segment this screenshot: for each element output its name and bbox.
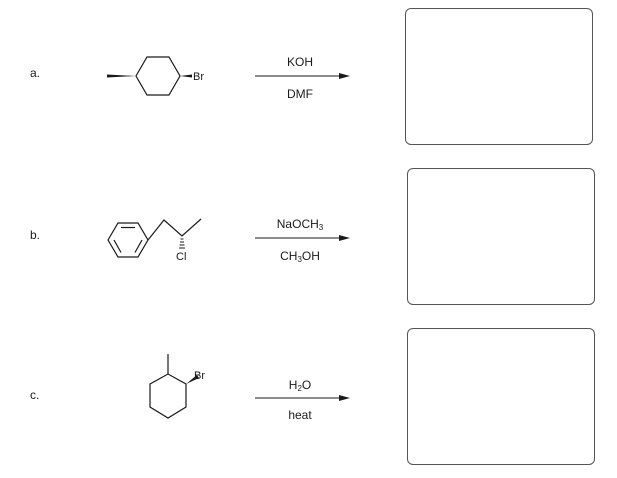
side-chain-bonds	[147, 218, 202, 241]
molecule-a-svg: Br	[107, 56, 204, 96]
problem-b-letter: b.	[30, 228, 41, 242]
conditions-a: KOH DMF	[255, 55, 350, 115]
problem-a-letter: a.	[30, 66, 41, 80]
conditions-c: H2O heat	[255, 378, 350, 438]
molecule-b-structure: Cl	[90, 162, 230, 312]
atom-label-br: Br	[194, 370, 205, 382]
reaction-arrow	[255, 73, 350, 79]
reagent-label: KOH	[286, 55, 313, 69]
reagent-label: NaOCH3	[276, 217, 324, 232]
cyclohexane-ring	[135, 56, 181, 96]
reaction-arrow	[255, 235, 350, 241]
reagent-label: H2O	[288, 378, 312, 393]
answer-box-a[interactable]	[405, 8, 593, 145]
problem-b: b. Cl NaOCH3 CH3OH	[0, 162, 617, 312]
problem-a: a. Br KOH DMF	[0, 0, 617, 150]
cyclohexane-ring	[149, 373, 187, 419]
molecule-c-svg: Br	[149, 354, 205, 419]
molecule-b-svg: Cl	[107, 218, 202, 263]
atom-label-cl: Cl	[176, 251, 186, 263]
methyl-wedge-bond	[107, 74, 136, 78]
atom-label-br: Br	[193, 71, 204, 83]
molecule-a-structure: Br	[90, 0, 230, 150]
molecule-c-structure: Br	[90, 322, 230, 472]
solvent-label: heat	[288, 408, 312, 422]
solvent-label: CH3OH	[280, 249, 320, 264]
answer-box-c[interactable]	[407, 328, 595, 465]
answer-box-b[interactable]	[407, 168, 595, 305]
conditions-b: NaOCH3 CH3OH	[255, 217, 350, 277]
bromo-wedge-bond	[180, 74, 192, 78]
solvent-label: DMF	[287, 87, 313, 101]
problem-c: c. Br H2O heat	[0, 322, 617, 472]
problem-c-letter: c.	[30, 388, 40, 402]
bromo-wedge-bond	[186, 375, 199, 384]
reaction-arrow	[255, 395, 350, 401]
